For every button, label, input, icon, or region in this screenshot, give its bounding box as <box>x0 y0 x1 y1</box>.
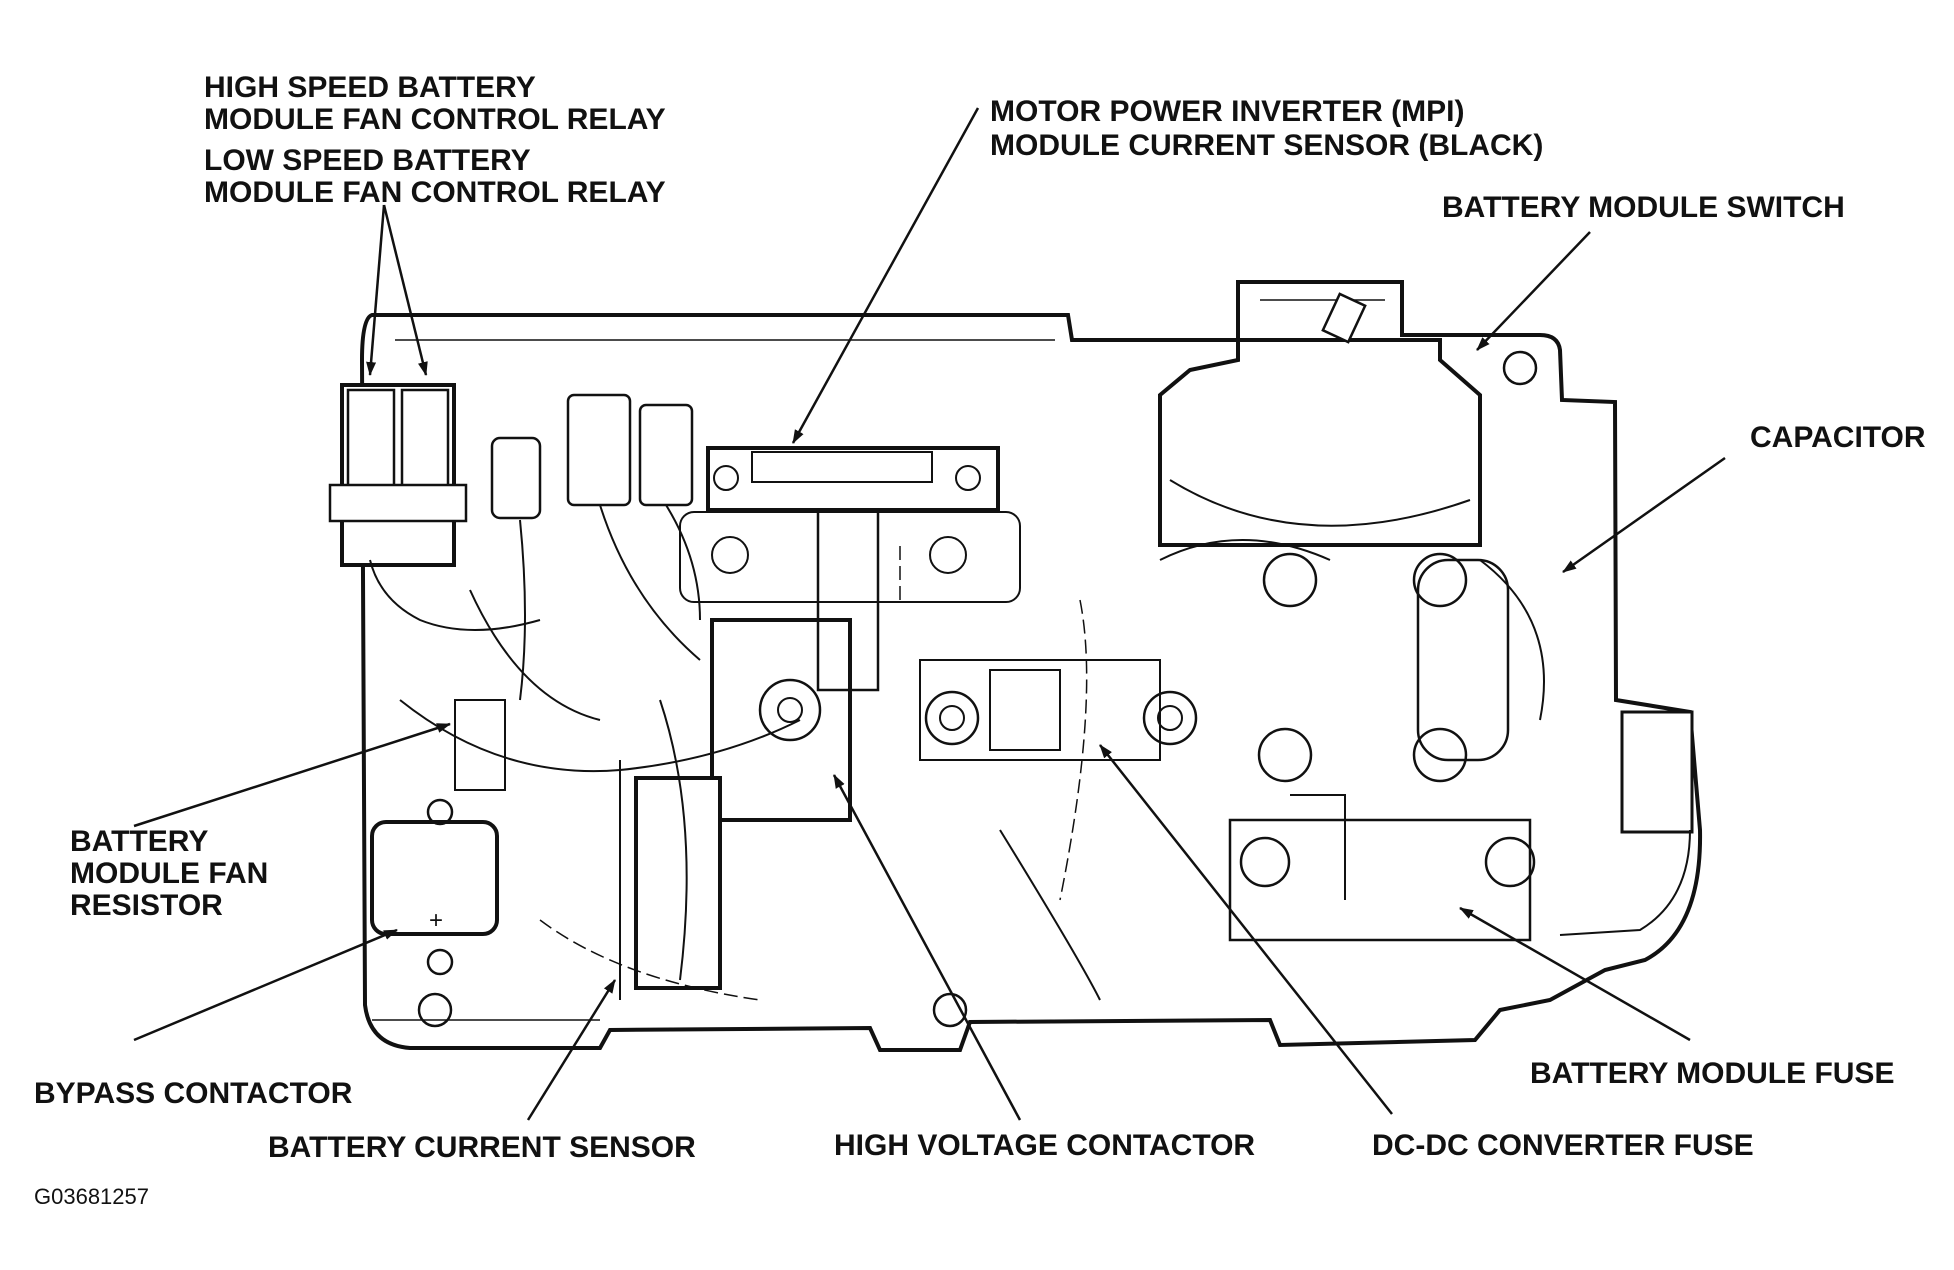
label-mpi-line2: MODULE CURRENT SENSOR (BLACK) <box>990 129 1544 162</box>
label-bypass-contactor: BYPASS CONTACTOR <box>34 1077 353 1110</box>
leader-mpi <box>791 107 980 444</box>
connector-1 <box>490 436 542 520</box>
leader-capacitor <box>1562 456 1726 574</box>
plus-mark: + <box>429 907 443 934</box>
leader-bypass <box>133 928 398 1042</box>
leader-switch <box>1476 231 1591 351</box>
leader-lines <box>133 107 1726 1121</box>
label-battery-module-fuse: BATTERY MODULE FUSE <box>1530 1057 1895 1090</box>
housing-inner-edge <box>372 299 1385 1021</box>
connector-3 <box>638 403 694 507</box>
battery-module-switch-block <box>1158 338 1482 547</box>
figure-id: G03681257 <box>34 1184 149 1209</box>
leader-ls-relay <box>382 204 428 376</box>
label-dcdc-converter-fuse: DC-DC CONVERTER FUSE <box>1372 1129 1754 1162</box>
leader-fan-resistor <box>133 722 451 828</box>
label-high-speed-relay-line2: MODULE FAN CONTROL RELAY <box>204 103 666 136</box>
label-fan-resistor-line3: RESISTOR <box>70 889 223 922</box>
battery-current-sensor-body <box>634 776 722 990</box>
label-low-speed-relay-line1: LOW SPEED BATTERY <box>204 144 531 177</box>
label-fan-resistor-line2: MODULE FAN <box>70 857 269 890</box>
leader-dcdc-fuse <box>1099 744 1393 1115</box>
wire-harness <box>399 539 1545 1001</box>
label-battery-module-switch: BATTERY MODULE SWITCH <box>1442 191 1845 224</box>
fan-resistor-body <box>454 699 506 791</box>
switch-handle <box>1321 292 1367 344</box>
capacitor-body <box>1416 558 1510 762</box>
label-fan-resistor-line1: BATTERY <box>70 825 209 858</box>
housing-outline <box>359 280 1703 1052</box>
label-high-speed-relay-line1: HIGH SPEED BATTERY <box>204 71 536 104</box>
leader-hs-relay <box>366 204 386 376</box>
label-battery-current-sensor: BATTERY CURRENT SENSOR <box>268 1131 696 1164</box>
label-capacitor: CAPACITOR <box>1750 421 1926 454</box>
label-high-voltage-contactor: HIGH VOLTAGE CONTACTOR <box>834 1129 1256 1162</box>
leader-current-sensor <box>526 979 617 1121</box>
label-low-speed-relay-line2: MODULE FAN CONTROL RELAY <box>204 176 666 209</box>
connector-2 <box>566 393 632 507</box>
leader-hv-contactor <box>832 774 1022 1121</box>
battery-module-fuse-block <box>1228 818 1532 942</box>
bus-bar-center <box>919 659 1161 761</box>
leader-bm-fuse <box>1459 906 1691 1042</box>
right-connector <box>1620 710 1694 834</box>
label-mpi-line1: MOTOR POWER INVERTER (MPI) <box>990 95 1465 128</box>
